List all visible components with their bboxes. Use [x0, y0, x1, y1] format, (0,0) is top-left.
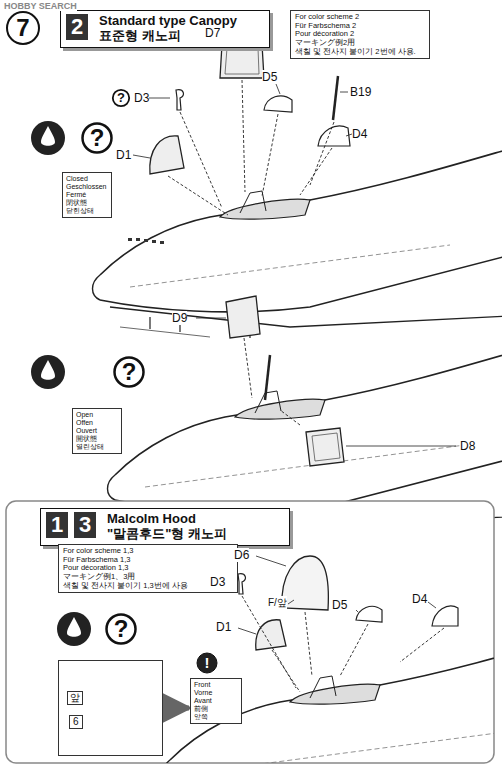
part-label: D7 — [205, 26, 220, 40]
help-icon-text: ? — [90, 124, 105, 152]
section-header: 2 Standard type Canopy표준형 캐노피 — [60, 10, 270, 48]
warning-icon: ! — [196, 652, 218, 674]
state-note-text: 열린상태 — [76, 443, 118, 451]
section-header-text: Standard type Canopy — [99, 14, 263, 29]
state-note-text: Fermé — [66, 191, 108, 199]
state-note-text: 닫힌상태 — [66, 207, 108, 215]
color-scheme-note-text: Für Farbschema 1,3 — [63, 556, 233, 565]
section-header-text: 표준형 캐노피 — [99, 29, 263, 44]
warning-icon-text: ! — [205, 654, 210, 671]
step-number: 7 — [5, 10, 41, 46]
state-note-text: 開状態 — [76, 435, 118, 443]
part-label: D8 — [460, 439, 475, 453]
section-header-text: "말콤후드"형 캐노피 — [107, 527, 283, 542]
state-note-text: 閉状態 — [66, 199, 108, 207]
step-number-text: 7 — [16, 14, 29, 42]
front-mark: F/앞 — [268, 596, 287, 610]
help-icon-text: ? — [122, 358, 137, 386]
state-note-text: Geschlossen — [66, 183, 108, 191]
inset-box: 앞6 — [58, 660, 163, 756]
direction-note-text: 앞쪽 — [194, 713, 238, 721]
help-icon: ? — [111, 88, 131, 108]
section-header-text: 3 — [74, 512, 96, 538]
color-scheme-note-text: マーキング例2用 — [295, 39, 425, 48]
color-scheme-note-text: Pour décoration 1,3 — [63, 564, 233, 573]
direction-note-text: 前側 — [194, 705, 238, 713]
part-label: D1 — [116, 148, 131, 162]
pointer-arrow — [163, 706, 189, 711]
section-header-text: 2 — [66, 14, 88, 40]
part-label: B19 — [350, 85, 371, 99]
inset-box-text: 앞 — [67, 691, 83, 705]
part-label: D4 — [352, 127, 367, 141]
inset-box-text: 6 — [69, 715, 83, 729]
watermark: HOBBY SEARCH — [4, 1, 77, 11]
state-note: OpenOffenOuvert開状態열린상태 — [72, 408, 122, 454]
part-label: D1 — [216, 620, 231, 634]
help-icon: ? — [112, 355, 146, 389]
section-header-text: 1 — [46, 512, 68, 538]
color-scheme-note-text: Pour décoration 2 — [295, 30, 425, 39]
color-scheme-note-text: 색칠 및 전사지 붙이기 1,3번에 사용 — [63, 582, 233, 591]
color-scheme-note-text: For color scheme 2 — [295, 13, 425, 22]
direction-note-text: Vorne — [194, 689, 238, 697]
state-note: ClosedGeschlossenFermé閉状態닫힌상태 — [62, 172, 112, 218]
part-label: D3 — [134, 91, 149, 105]
color-scheme-note-text: Für Farbschema 2 — [295, 22, 425, 31]
state-note-text: Offen — [76, 419, 118, 427]
state-note-text: Open — [76, 411, 118, 419]
section-header-text: Malcolm Hood — [107, 512, 283, 527]
help-icon: ? — [80, 121, 114, 155]
part-label: D4 — [412, 592, 427, 606]
part-label: D6 — [234, 548, 249, 562]
color-scheme-note-text: For color scheme 1,3 — [63, 547, 233, 556]
help-icon: ? — [104, 612, 138, 646]
section-header: 13 Malcolm Hood"말콤후드"형 캐노피 — [40, 508, 290, 546]
part-label: D5 — [262, 70, 277, 84]
direction-note-text: Front — [194, 681, 238, 689]
part-label: D9 — [172, 311, 187, 325]
state-note-text: Ouvert — [76, 427, 118, 435]
direction-note: FrontVorneAvant前側앞쪽 — [190, 678, 242, 724]
color-scheme-note-text: マーキング例1、3用 — [63, 573, 233, 582]
direction-note-text: Avant — [194, 697, 238, 705]
color-scheme-note: For color scheme 2Für Farbschema 2Pour d… — [290, 10, 430, 59]
part-label: D5 — [332, 598, 347, 612]
part-label: D3 — [210, 575, 225, 589]
state-note-text: Closed — [66, 175, 108, 183]
help-icon-text: ? — [114, 615, 129, 643]
help-icon-text: ? — [117, 91, 125, 106]
color-scheme-note-text: 색칠 및 전사지 붙이기 2번에 사용. — [295, 48, 425, 57]
